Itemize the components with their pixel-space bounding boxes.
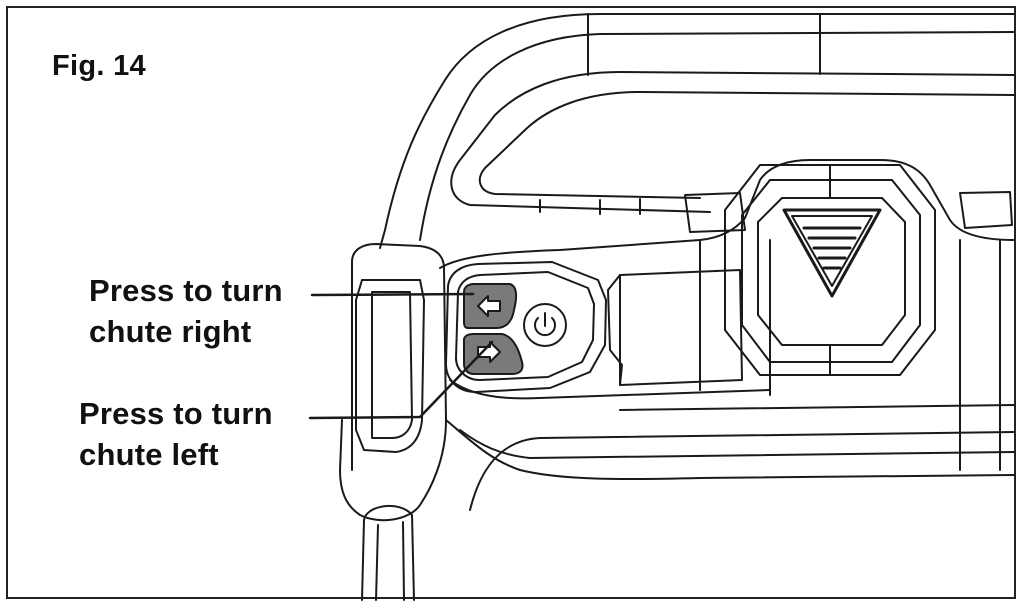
callout-left-line2: chute left [79, 437, 219, 472]
grip-housing [339, 243, 447, 522]
chute-left-button[interactable] [463, 333, 524, 375]
leader-line-right [310, 292, 475, 297]
leader-line-left [308, 340, 494, 420]
central-shield [724, 164, 936, 376]
console-body [439, 159, 1015, 511]
callout-left-line1: Press to turn [79, 396, 273, 431]
arrow-left-icon [477, 295, 501, 317]
leader-lines [308, 292, 494, 420]
chute-right-button[interactable] [463, 283, 518, 329]
button-panel [445, 261, 607, 393]
callout-chute-left: Press to turn chute left [79, 393, 273, 475]
power-button[interactable] [523, 303, 567, 347]
callout-chute-right: Press to turn chute right [89, 270, 283, 352]
handle-tube [379, 13, 1015, 249]
figure-title: Fig. 14 [52, 50, 146, 82]
callout-right-line1: Press to turn [89, 273, 283, 308]
power-icon [534, 312, 556, 337]
triangle-vent-icon [782, 208, 882, 298]
callout-right-line2: chute right [89, 314, 252, 349]
side-knobs [684, 191, 1013, 233]
